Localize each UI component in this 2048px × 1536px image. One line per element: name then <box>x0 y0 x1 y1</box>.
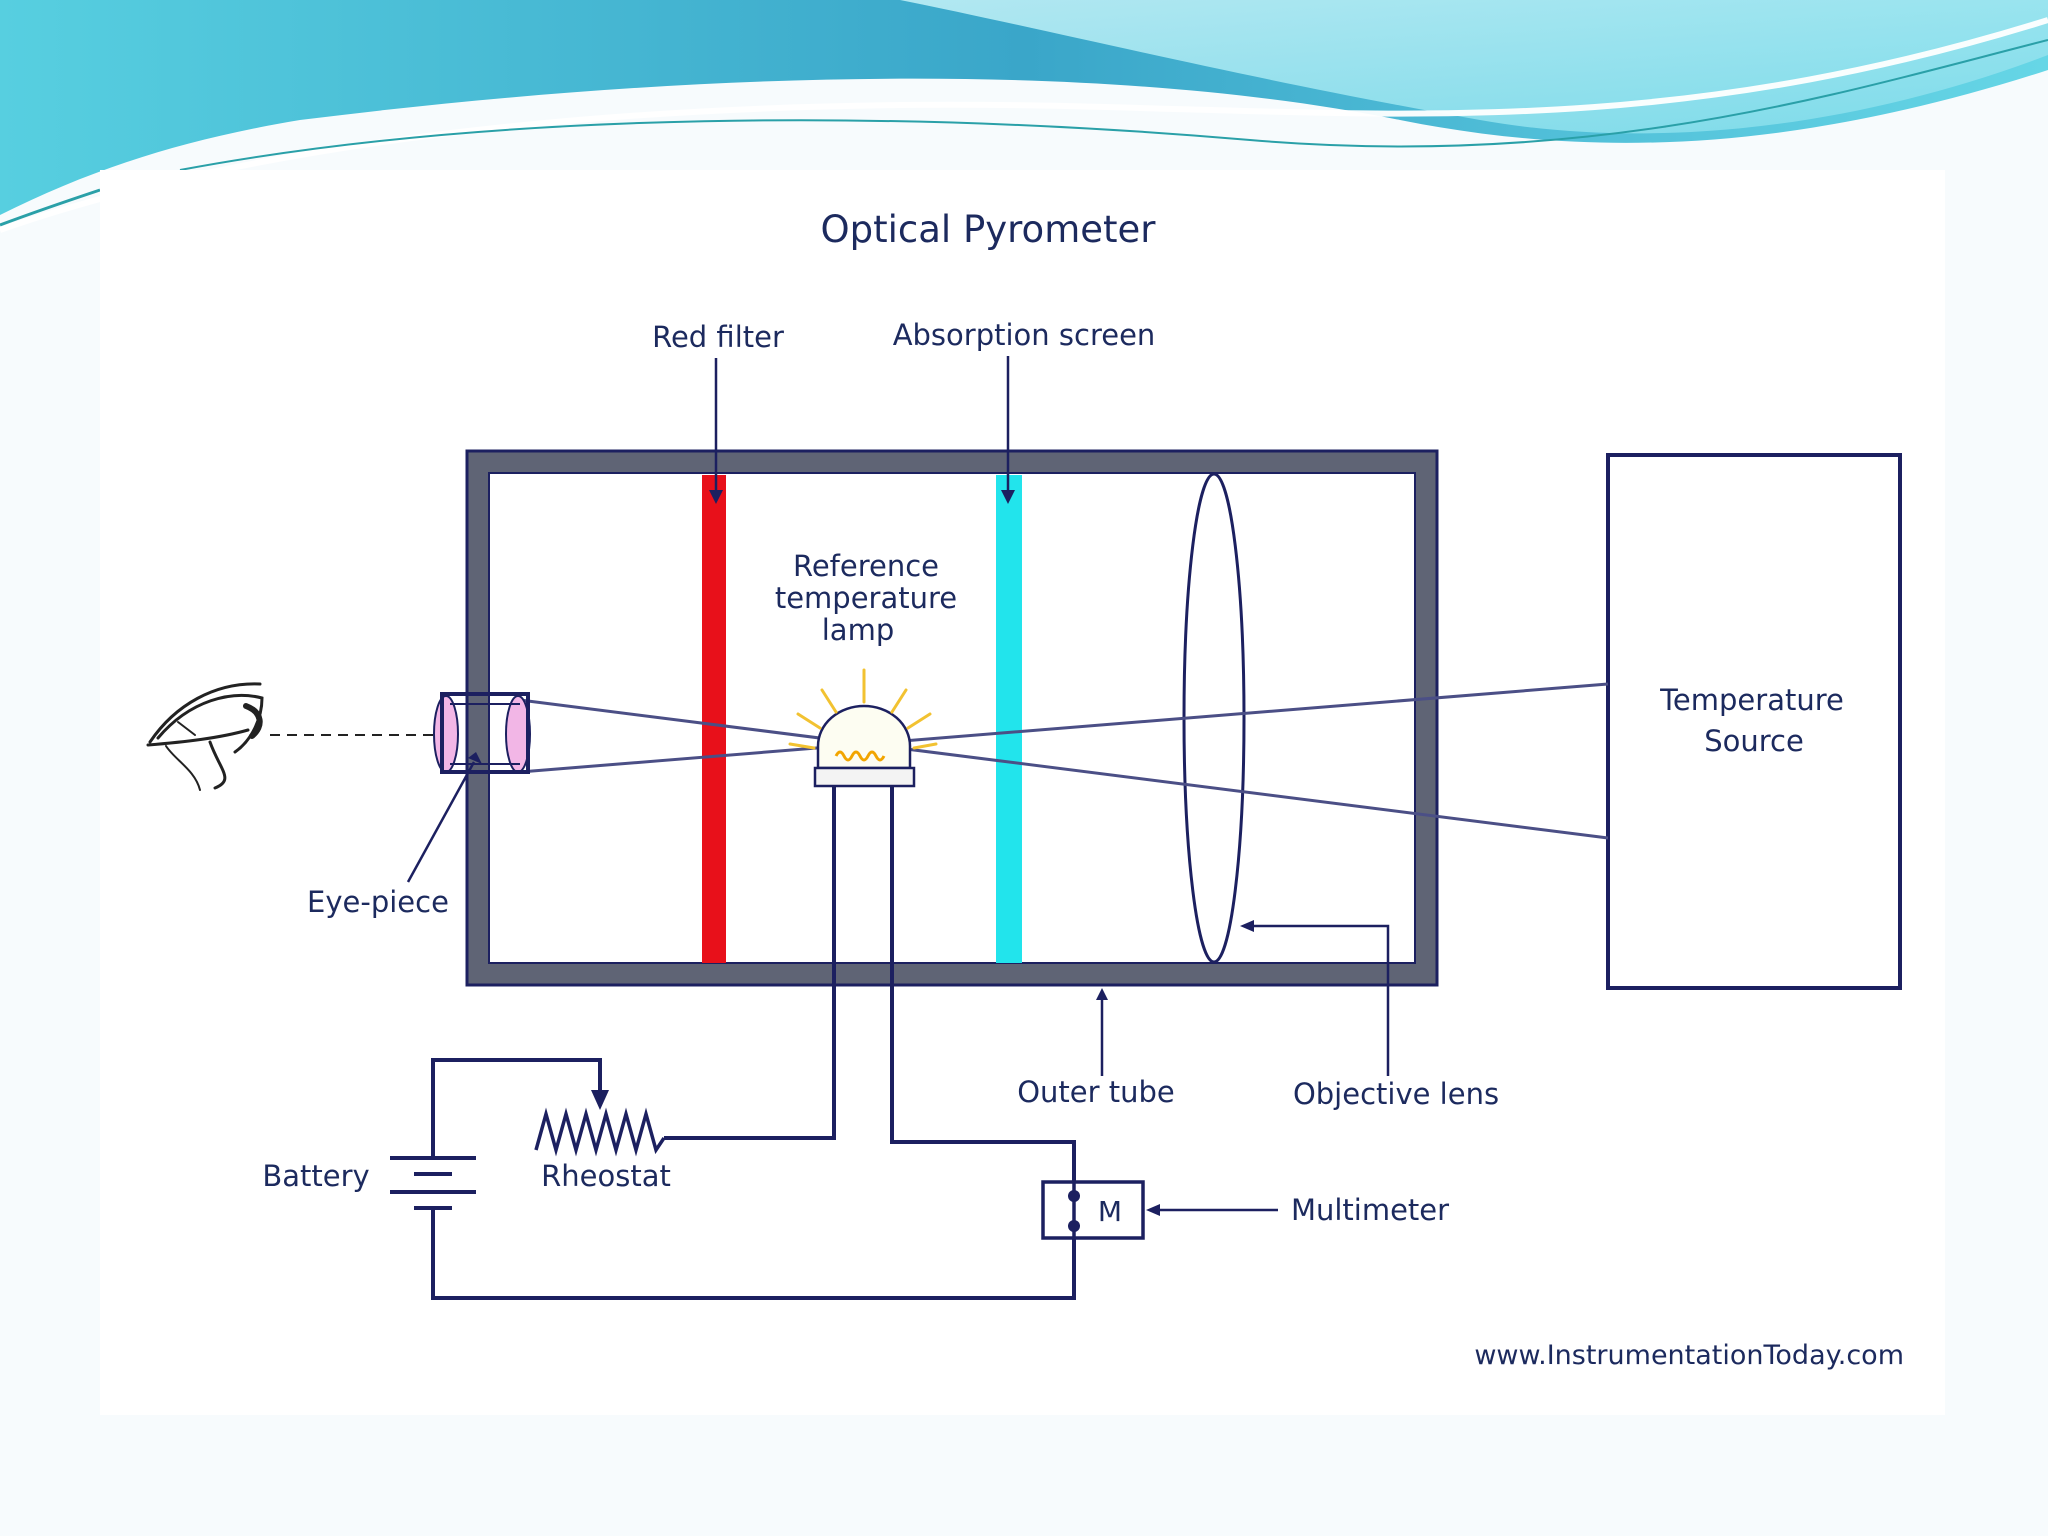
reference-lamp-label-1: Reference <box>793 549 939 583</box>
source-url: www.InstrumentationToday.com <box>1474 1340 1904 1371</box>
circuit-wires <box>431 786 1076 1300</box>
battery-label: Battery <box>262 1159 369 1193</box>
lamp-icon <box>788 668 938 788</box>
battery-icon <box>390 1156 476 1210</box>
rheostat-icon <box>534 1107 666 1157</box>
absorption-screen-label: Absorption screen <box>893 318 1156 352</box>
absorption-screen <box>996 475 1022 963</box>
red-filter-label: Red filter <box>652 320 784 354</box>
multimeter-label: Multimeter <box>1291 1193 1449 1227</box>
rheostat-wiper-arrow <box>591 1090 609 1110</box>
multimeter-symbol: M <box>1098 1195 1122 1228</box>
temperature-source-label-2: Source <box>1704 724 1804 758</box>
reference-lamp-label-3: lamp <box>822 613 895 647</box>
objective-lens-label: Objective lens <box>1293 1077 1499 1111</box>
reference-lamp-label-2: temperature <box>775 581 957 615</box>
temperature-source-label-1: Temperature <box>1659 683 1844 717</box>
eye-piece <box>433 692 531 774</box>
rheostat-label: Rheostat <box>541 1159 671 1193</box>
multimeter-box <box>1041 1180 1145 1240</box>
diagram-title: Optical Pyrometer <box>821 208 1157 251</box>
outer-tube-label: Outer tube <box>1017 1075 1175 1109</box>
header-wave-decoration <box>0 0 2048 233</box>
outer-tube <box>465 449 1439 987</box>
temperature-source <box>1606 453 1902 990</box>
red-filter <box>702 475 726 963</box>
eye-piece-label: Eye-piece <box>307 885 449 919</box>
eye-icon <box>146 682 264 791</box>
light-rays <box>519 682 1609 840</box>
